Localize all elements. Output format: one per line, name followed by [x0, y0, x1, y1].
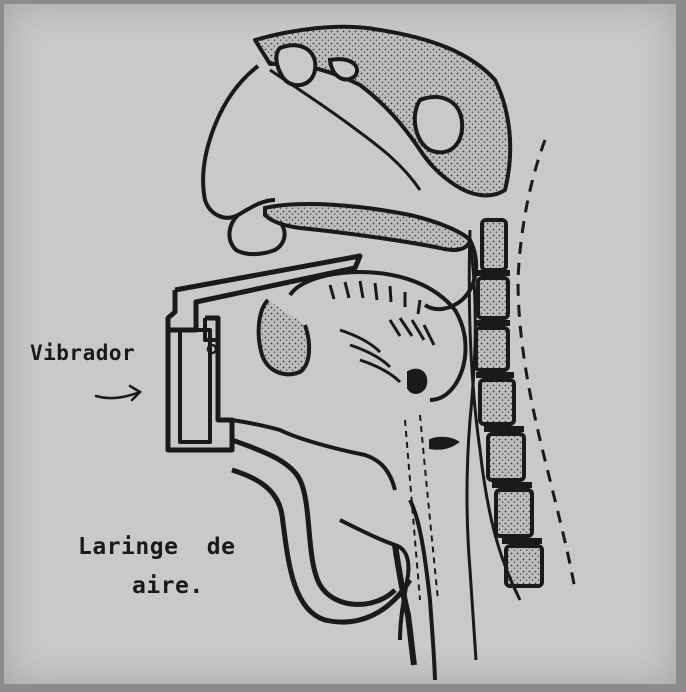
- lower-lip: [259, 300, 310, 374]
- hyoid-bone: [408, 370, 426, 393]
- label-vibrador: Vibrador: [30, 341, 135, 365]
- larynx-body: [395, 545, 414, 665]
- hard-palate: [265, 204, 470, 250]
- vibrador-chamber: [180, 330, 210, 442]
- artificial-larynx-device: [168, 256, 410, 622]
- air-tube-outer: [232, 440, 395, 604]
- tongue: [290, 272, 466, 400]
- arrow-icon: [96, 386, 140, 400]
- epiglottis: [430, 438, 458, 449]
- tongue-muscle-strokes: [330, 281, 434, 382]
- nose-outline: [203, 66, 275, 218]
- label-laringe-line2: aire.: [132, 573, 204, 599]
- device-housing: [168, 290, 232, 450]
- label-laringe-line1: Laringe de: [78, 534, 235, 560]
